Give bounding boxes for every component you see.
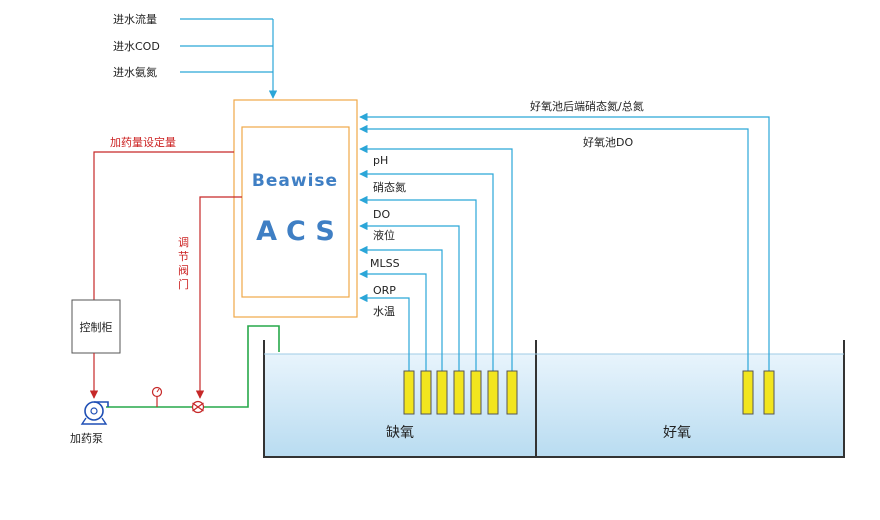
- valve-label-4: 门: [178, 277, 189, 291]
- sensor-ph-line: [359, 144, 513, 372]
- anoxic-sensors: pH 硝态氮 DO 液位 MLSS ORP 水温: [359, 144, 513, 372]
- controller-brand: Beawise: [252, 171, 338, 191]
- control-cabinet-label: 控制柜: [80, 320, 113, 334]
- influent-inputs: 进水流量 进水COD 进水氨氮: [113, 12, 278, 99]
- tank-wall: [263, 340, 845, 458]
- dosing-control: 加药量设定量 控制柜 调 节 阀 门: [71, 135, 242, 399]
- regulating-valve-icon: [191, 400, 205, 414]
- sensor-nitrate-label: 硝态氮: [373, 180, 406, 194]
- valve-label-1: 调: [178, 236, 189, 249]
- probe-aerobic-nitrate: [763, 370, 775, 415]
- acs-controller: Beawise ACS: [233, 99, 358, 318]
- sensor-orp-line: [359, 269, 427, 372]
- input-ammonia-label: 进水氨氮: [113, 65, 157, 79]
- dosing-pipe-line: [106, 325, 280, 408]
- control-cabinet: [71, 299, 121, 354]
- probe-mlss: [436, 370, 448, 415]
- centrifugal-pump-icon: [80, 401, 109, 425]
- sensor-level-label: 液位: [373, 228, 395, 242]
- dosing-pipe: [106, 325, 280, 408]
- probe-temp: [403, 370, 415, 415]
- probes: [403, 370, 775, 415]
- aerobic-feedback: 好氧池后端硝态氮/总氮 好氧池DO: [359, 99, 770, 372]
- feedback-do-label: 好氧池DO: [583, 135, 633, 149]
- pump-label: 加药泵: [70, 432, 103, 445]
- tank-water: [264, 354, 844, 456]
- probe-level: [453, 370, 465, 415]
- sensor-level-line: [359, 221, 460, 372]
- sensor-temp-line: [359, 293, 410, 372]
- controller-product: ACS: [256, 216, 344, 247]
- probe-aerobic-do: [742, 370, 754, 415]
- input-flow-label: 进水流量: [113, 12, 157, 26]
- probe-nitrate: [487, 370, 499, 415]
- probe-ph: [506, 370, 518, 415]
- valve-label-3: 阀: [178, 263, 189, 277]
- probe-do: [470, 370, 482, 415]
- sensor-mlss-line: [359, 245, 443, 372]
- feedback-nitrate-label: 好氧池后端硝态氮/总氮: [530, 99, 644, 113]
- input-cod-label: 进水COD: [113, 40, 160, 53]
- zone-aerobic-label: 好氧: [663, 425, 691, 441]
- sensor-do-line: [359, 195, 477, 372]
- treatment-tank: 缺氧 好氧: [263, 340, 845, 458]
- sensor-ph-label: pH: [373, 154, 388, 167]
- sensor-nitrate-line: [359, 169, 494, 372]
- flow-meter-icon: [151, 386, 163, 407]
- feedback-nitrate-line: [359, 112, 770, 372]
- zone-anoxic-label: 缺氧: [386, 425, 414, 441]
- dosage-setpoint-line: [93, 151, 234, 300]
- controller-inner-box: [241, 126, 350, 298]
- sensor-orp-label: ORP: [373, 284, 396, 297]
- valve-label-2: 节: [178, 250, 189, 263]
- sensor-do-label: DO: [373, 208, 390, 221]
- feedback-do-line: [359, 124, 749, 372]
- sensor-mlss-label: MLSS: [370, 257, 400, 270]
- probe-orp: [420, 370, 432, 415]
- dosage-setpoint-label: 加药量设定量: [110, 135, 176, 149]
- sensor-temp-label: 水温: [373, 305, 395, 318]
- valve-control-line: [195, 196, 242, 399]
